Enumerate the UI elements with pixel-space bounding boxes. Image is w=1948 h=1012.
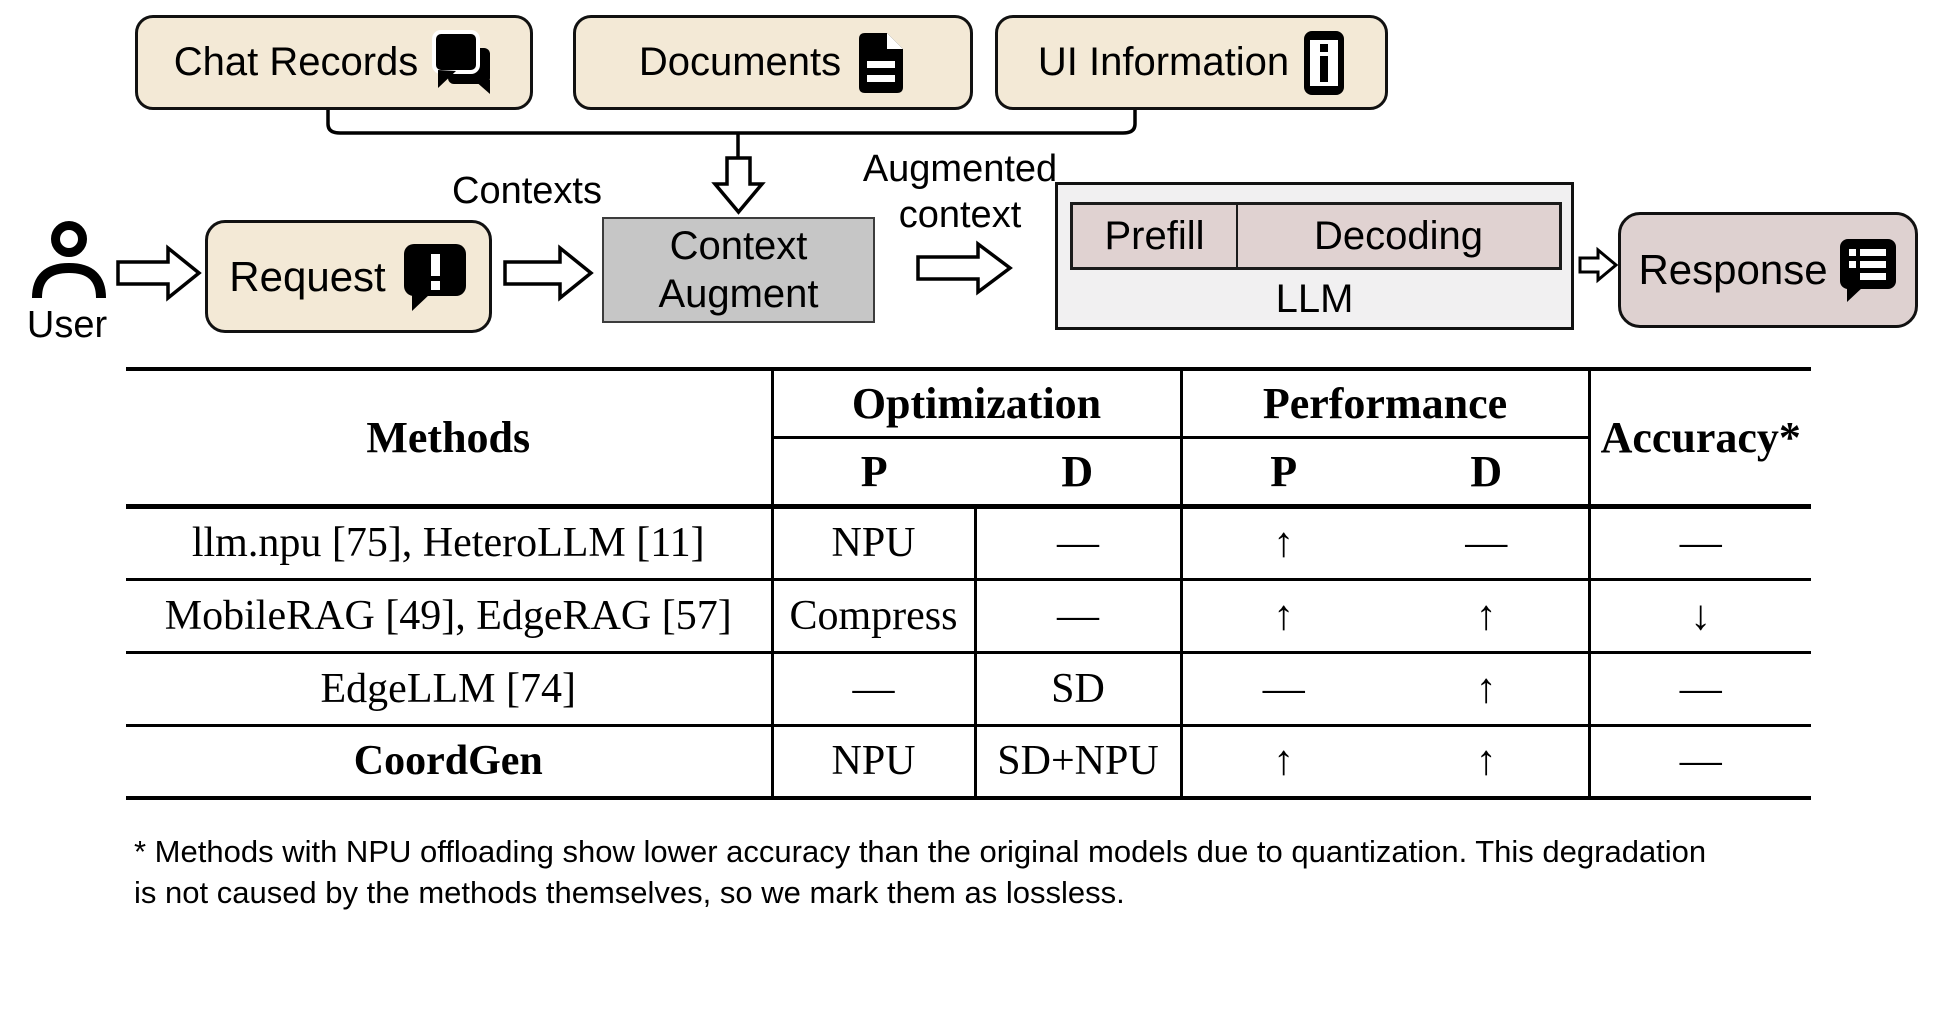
table-footnote: * Methods with NPU offloading show lower…: [134, 831, 1824, 913]
request-to-context-arrow: [503, 244, 594, 302]
context-to-llm-arrow: [916, 240, 1013, 296]
method-cell: MobileRAG [49], EdgeRAG [57]: [126, 577, 772, 652]
documents-box: Documents: [573, 15, 973, 110]
perf-p-cell: —: [1179, 650, 1385, 725]
down-arrow: [711, 156, 766, 215]
opt-d-cell: SD: [973, 650, 1181, 725]
document-icon: [859, 32, 904, 93]
prefill-cell: Prefill: [1070, 202, 1237, 270]
llm-label: LLM: [1275, 277, 1354, 321]
llm-box: Prefill Decoding LLM: [1055, 182, 1574, 330]
llm-to-response-arrow: [1578, 246, 1619, 284]
response-box: Response: [1618, 212, 1918, 328]
exclamation-bubble-icon: [403, 243, 466, 311]
ui-information-label: UI Information: [1037, 40, 1290, 84]
prefill-label: Prefill: [1104, 213, 1205, 258]
opt-d-subheader: D: [975, 437, 1181, 509]
table-row: EdgeLLM [74] — SD — ↑ —: [126, 650, 1811, 725]
methods-header: Methods: [126, 367, 774, 509]
perf-d-subheader: D: [1385, 437, 1589, 509]
opt-d-cell: SD+NPU: [973, 723, 1181, 800]
comparison-table: Methods Optimization Performance Accurac…: [126, 367, 1811, 800]
prefill-decoding-strip: Prefill Decoding: [1070, 202, 1562, 270]
chat-records-box: Chat Records: [135, 15, 533, 110]
performance-group-header: Performance: [1179, 367, 1591, 439]
opt-p-cell: —: [770, 650, 975, 725]
augmented-context-label: Augmented context: [862, 148, 1058, 236]
perf-d-cell: —: [1385, 504, 1589, 579]
perf-d-cell: ↑: [1385, 577, 1589, 652]
response-label: Response: [1638, 246, 1828, 293]
opt-d-cell: —: [973, 577, 1181, 652]
context-augment-label-line1: Context: [669, 224, 808, 268]
accuracy-cell: —: [1587, 723, 1811, 800]
optimization-group-header: Optimization: [772, 367, 1181, 439]
opt-d-cell: —: [973, 504, 1181, 579]
documents-label: Documents: [638, 40, 842, 84]
table-row: llm.npu [75], HeteroLLM [11] NPU — ↑ — —: [126, 504, 1811, 579]
context-augment-label-line2: Augment: [658, 272, 819, 316]
accuracy-header: Accuracy*: [1587, 367, 1811, 509]
perf-d-cell: ↑: [1385, 723, 1589, 800]
table-row: CoordGen NPU SD+NPU ↑ ↑ —: [126, 723, 1811, 800]
context-augment-box: Context Augment: [602, 217, 875, 323]
method-cell: EdgeLLM [74]: [126, 650, 772, 725]
method-cell: llm.npu [75], HeteroLLM [11]: [126, 504, 772, 579]
user-icon: [32, 221, 106, 299]
phone-info-icon: [1304, 30, 1345, 95]
perf-d-cell: ↑: [1385, 650, 1589, 725]
perf-p-cell: ↑: [1179, 723, 1385, 800]
perf-p-cell: ↑: [1179, 577, 1385, 652]
opt-p-cell: NPU: [770, 504, 975, 579]
request-box: Request: [205, 220, 492, 333]
response-list-bubble-icon: [1839, 239, 1896, 302]
perf-p-subheader: P: [1179, 437, 1385, 509]
footnote-line-1: * Methods with NPU offloading show lower…: [134, 834, 1707, 869]
user-label: User: [26, 304, 108, 346]
opt-p-subheader: P: [772, 437, 975, 509]
user-to-request-arrow: [116, 244, 202, 302]
opt-p-cell: Compress: [770, 577, 975, 652]
method-cell: CoordGen: [126, 723, 772, 800]
perf-p-cell: ↑: [1179, 504, 1385, 579]
table-row: MobileRAG [49], EdgeRAG [57] Compress — …: [126, 577, 1811, 652]
accuracy-cell: —: [1587, 504, 1811, 579]
footnote-line-2: is not caused by the methods themselves,…: [134, 875, 1125, 910]
ui-information-box: UI Information: [995, 15, 1388, 110]
bracket-line: [326, 110, 1137, 135]
accuracy-cell: ↓: [1587, 577, 1811, 652]
request-label: Request: [229, 252, 386, 300]
decoding-label: Decoding: [1313, 213, 1483, 258]
opt-p-cell: NPU: [770, 723, 975, 800]
decoding-cell: Decoding: [1237, 202, 1562, 270]
contexts-label: Contexts: [452, 170, 602, 212]
accuracy-cell: —: [1587, 650, 1811, 725]
chat-bubbles-icon: [432, 29, 491, 94]
chat-records-label: Chat Records: [173, 40, 419, 84]
